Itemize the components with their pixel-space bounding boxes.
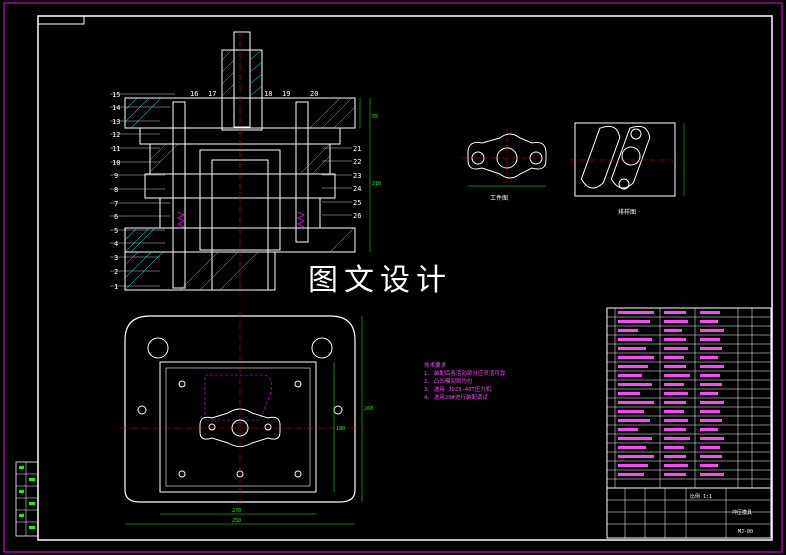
- part-label-19: 19: [282, 90, 290, 98]
- part-label-3: 3: [114, 254, 118, 262]
- dim-plate-total: 250: [232, 518, 241, 524]
- part-label-16: 16: [190, 90, 198, 98]
- part-label-22: 22: [353, 158, 361, 166]
- title-name: 冲压模具: [732, 509, 752, 516]
- part-label-18: 18: [264, 90, 272, 98]
- part-label-14: 14: [112, 104, 120, 112]
- part-label-12: 12: [112, 131, 120, 139]
- part-label-25: 25: [353, 199, 361, 207]
- part-label-1: 1: [114, 283, 118, 291]
- dim-plan-height: 260: [364, 406, 373, 412]
- note-line-4: 4. 选用20#进行装配调试: [424, 393, 488, 401]
- watermark-text: 图文设计: [308, 263, 452, 298]
- part-label-24: 24: [353, 185, 361, 193]
- part-label-10: 10: [112, 159, 120, 167]
- workpiece-view: 工件图: [462, 128, 552, 202]
- drawing-frame: [37, 15, 773, 541]
- dim-plan-inner: 180: [336, 426, 345, 432]
- technical-notes: 技术要求 1. 装配后各活动部分应灵活可靠 2. 凸凹模间隙均匀 3. 选用 J…: [424, 361, 506, 401]
- section-view: 55 210 1 2 3 4 5 6 7 8 9 10 11 12 13 14 …: [110, 30, 381, 295]
- note-line-3: 3. 选用 JD23-40T压力机: [424, 385, 492, 393]
- part-label-5: 5: [114, 227, 118, 235]
- caption-layout: 排样图: [618, 208, 636, 216]
- part-label-4: 4: [114, 240, 118, 248]
- part-label-26: 26: [353, 212, 361, 220]
- part-label-20: 20: [310, 90, 318, 98]
- title-scale: 比例 1:1: [690, 493, 712, 500]
- part-label-6: 6: [114, 213, 118, 221]
- part-label-11: 11: [112, 145, 120, 153]
- part-label-13: 13: [112, 118, 120, 126]
- part-label-21: 21: [353, 145, 361, 153]
- dim-plate-width: 270: [232, 508, 241, 514]
- plan-view: 270 250 180 260: [120, 312, 373, 525]
- strip-layout-view: 排样图: [570, 122, 685, 216]
- part-label-17: 17: [208, 90, 216, 98]
- bom-table: [606, 307, 772, 489]
- part-label-23: 23: [353, 172, 361, 180]
- part-label-8: 8: [114, 186, 118, 194]
- note-title: 技术要求: [424, 361, 447, 369]
- dim-side-height: 210: [372, 181, 381, 187]
- note-line-2: 2. 凸凹模间隙均匀: [424, 377, 472, 385]
- part-label-7: 7: [114, 200, 118, 208]
- corner-tag: [37, 15, 85, 25]
- outer-border: [3, 2, 783, 553]
- title-drawing-number: MJ-00: [738, 529, 753, 535]
- revision-tabs: [15, 461, 39, 537]
- part-label-2: 2: [114, 268, 118, 276]
- title-block: 比例 1:1 冲压模具 MJ-00: [606, 487, 772, 539]
- dim-side-small: 55: [372, 114, 378, 120]
- caption-workpiece: 工件图: [490, 194, 508, 202]
- note-line-1: 1. 装配后各活动部分应灵活可靠: [424, 369, 506, 377]
- part-label-9: 9: [114, 172, 118, 180]
- part-label-15: 15: [112, 91, 120, 99]
